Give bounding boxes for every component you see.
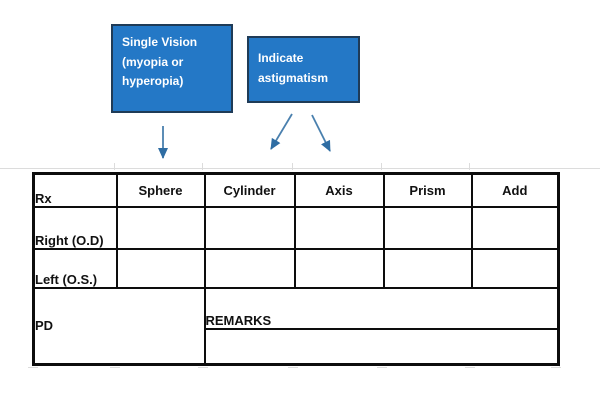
- callout-single-vision: Single Vision (myopia or hyperopia): [111, 24, 233, 113]
- table-row-remarks-blank: [34, 327, 560, 366]
- arrow-astigmatism-to-cylinder-column: [270, 113, 293, 150]
- gridline: [377, 367, 387, 368]
- table-cell-empty: [293, 205, 385, 250]
- header-prism: Prism: [382, 172, 473, 208]
- gridline: [114, 163, 115, 170]
- table-header-row: Rx Sphere Cylinder Axis Prism Add: [32, 172, 560, 208]
- rx-table: Rx Sphere Cylinder Axis Prism Add Right …: [32, 172, 560, 366]
- gridline: [28, 367, 38, 368]
- arrow-astigmatism-to-axis-column: [311, 114, 331, 152]
- table-row-pd-remarks: PD REMARKS: [32, 286, 560, 366]
- row-label-right-od: Right (O.D): [32, 205, 118, 250]
- pd-cell: PD: [32, 286, 206, 366]
- table-cell-empty: [115, 247, 206, 289]
- gridline: [288, 367, 298, 368]
- table-cell-empty: [293, 247, 385, 289]
- gridline: [469, 163, 470, 170]
- table-cell-empty: [203, 327, 560, 366]
- gridline: [465, 367, 475, 368]
- table-row-left-os: Left (O.S.): [32, 247, 560, 289]
- callout-line: hyperopia): [122, 74, 184, 88]
- callout-line: astigmatism: [258, 70, 329, 85]
- callout-line: Indicate: [258, 51, 304, 65]
- table-cell-empty: [470, 205, 560, 250]
- gridline: [292, 163, 293, 170]
- table-cell-empty: [203, 205, 296, 250]
- gridline: [198, 367, 208, 368]
- row-label-left-os: Left (O.S.): [32, 247, 118, 289]
- table-cell-empty: [382, 247, 473, 289]
- header-axis: Axis: [293, 172, 385, 208]
- remarks-cell: REMARKS: [203, 286, 560, 330]
- table-cell-empty: [382, 205, 473, 250]
- header-sphere: Sphere: [115, 172, 206, 208]
- gridline: [551, 367, 561, 368]
- gridline: [110, 367, 120, 368]
- table-cell-empty: [203, 247, 296, 289]
- table-row-right-od: Right (O.D): [32, 205, 560, 250]
- table-cell-empty: [470, 247, 560, 289]
- table-cell-empty: [115, 205, 206, 250]
- callout-line: Single Vision: [122, 35, 198, 49]
- header-add: Add: [470, 172, 560, 208]
- gridline: [202, 163, 203, 170]
- header-cylinder: Cylinder: [203, 172, 296, 208]
- gridline: [0, 168, 600, 169]
- gridline: [381, 163, 382, 170]
- callout-indicate-astigmatism: Indicate astigmatism: [247, 36, 360, 103]
- callout-line: (myopia or: [122, 54, 184, 69]
- header-rx: Rx: [32, 172, 118, 208]
